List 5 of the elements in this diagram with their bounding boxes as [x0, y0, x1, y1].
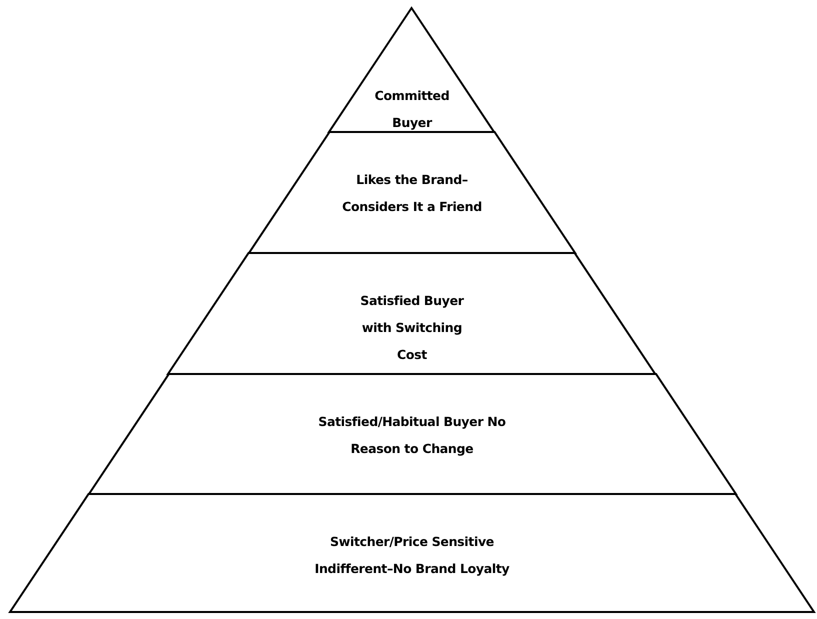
- tier-label: Switcher/Price Sensitive Indifferent–No Brand Loyalty: [314, 533, 510, 578]
- tier-label: Satisfied Buyer with Switching Cost: [359, 292, 465, 364]
- tier-label: Satisfied/Habitual Buyer No Reason to Change: [317, 413, 507, 458]
- tier-label: Likes the Brand– Considers It a Friend: [341, 171, 483, 216]
- tier-label: Committed Buyer: [374, 87, 450, 132]
